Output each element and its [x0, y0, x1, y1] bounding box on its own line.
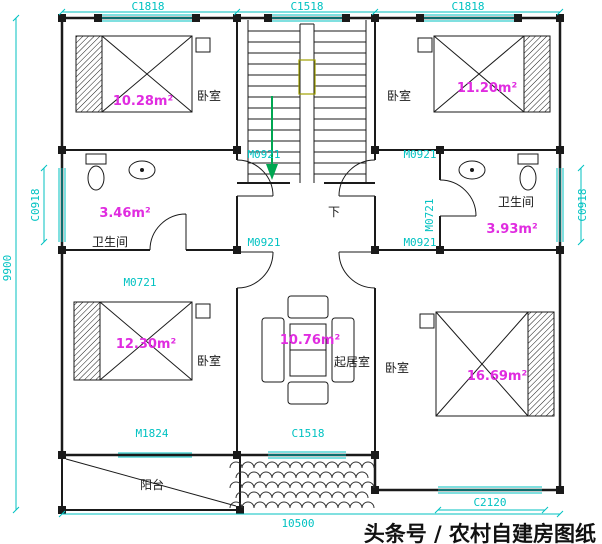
room-label-bath-left: 卫生间	[92, 235, 128, 249]
room-label-bedroom-br: 卧室	[385, 360, 409, 375]
dim-left-window: C0918	[29, 188, 42, 221]
watermark-text: 头条号 / 农村自建房图纸	[364, 522, 596, 544]
dim-bottom-center-window: C1518	[291, 427, 324, 440]
staircase	[247, 20, 367, 183]
dimension-lines	[12, 8, 585, 518]
area-bath-right: 3.93m²	[486, 222, 537, 237]
door-label-hall-bottom-right: M0921	[403, 236, 436, 249]
dim-top-window-right: C1818	[451, 0, 484, 13]
dim-top-window-center: C1518	[290, 0, 323, 13]
dim-left-total: 9900	[1, 255, 14, 282]
door-label-hall-top-left: M0921	[247, 148, 280, 161]
room-label-bedroom-tl: 卧室	[197, 88, 221, 103]
room-label-living: 起居室	[334, 354, 370, 369]
window-symbols	[58, 14, 564, 494]
stair-direction-arrow-icon	[266, 96, 278, 180]
area-bedroom-tl: 10.28m²	[113, 94, 173, 109]
stair-rail-accent	[298, 59, 316, 95]
area-bedroom-tr: 11.20m²	[457, 81, 517, 96]
bed-topleft-icon	[75, 35, 211, 113]
room-label-balcony: 阳台	[140, 477, 164, 492]
bed-topright-icon	[417, 35, 551, 113]
area-living: 10.76m²	[280, 333, 340, 348]
toilet-right-icon	[517, 153, 539, 191]
stairs-down-label: 下	[328, 205, 340, 219]
interior-walls	[62, 18, 560, 490]
sofa-set-icon	[261, 295, 355, 405]
sink-right-icon	[458, 160, 486, 180]
roof-tiles-icon	[229, 461, 375, 509]
sink-left-icon	[128, 160, 156, 180]
dim-bottom-right-window: C2120	[473, 496, 506, 509]
door-arcs	[149, 159, 477, 289]
dim-balcony-door: M1824	[135, 427, 168, 440]
dim-top-window-left: C1818	[131, 0, 164, 13]
area-bath-left: 3.46m²	[99, 206, 150, 221]
toilet-left-icon	[85, 153, 107, 191]
door-label-bath-left: M0721	[123, 276, 156, 289]
door-label-hall-bottom-left: M0921	[247, 236, 280, 249]
door-label-hall-top-right: M0921	[403, 148, 436, 161]
door-label-bath-right: M0721	[423, 198, 436, 231]
bed-bottomright-icon	[419, 311, 555, 417]
area-bedroom-br: 16.69m²	[467, 369, 527, 384]
dim-bottom-total: 10500	[281, 517, 314, 530]
area-bedroom-bl: 12.30m²	[116, 337, 176, 352]
bed-bottomleft-icon	[73, 301, 211, 381]
room-label-bath-right: 卫生间	[498, 195, 534, 209]
dim-right-window: C0918	[576, 188, 589, 221]
balcony-outline	[61, 455, 241, 511]
room-label-bedroom-bl: 卧室	[197, 353, 221, 368]
room-label-bedroom-tr: 卧室	[387, 88, 411, 103]
